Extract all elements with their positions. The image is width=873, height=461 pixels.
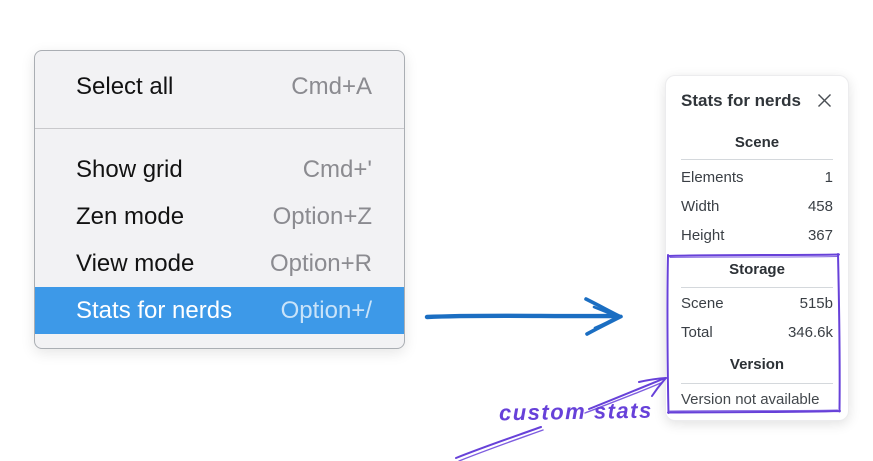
menu-divider — [35, 128, 404, 129]
menu-item-label: Zen mode — [76, 202, 185, 230]
menu-item-label: Stats for nerds — [76, 296, 233, 324]
menu-item-shortcut: Option+R — [269, 249, 372, 277]
menu-item-shortcut: Cmd+A — [291, 72, 372, 100]
menu-item-view-mode[interactable]: View mode Option+R — [35, 240, 404, 287]
stat-row-total-size: Total 346.6k — [681, 318, 833, 347]
section-heading-scene: Scene — [734, 134, 780, 151]
stat-value: 515b — [799, 295, 833, 312]
stat-row-scene-size: Scene 515b — [681, 289, 833, 318]
stat-label: Width — [681, 198, 720, 215]
storage-rows: Scene 515b Total 346.6k — [681, 289, 833, 347]
section-divider — [681, 159, 833, 160]
stat-label: Total — [681, 324, 713, 341]
stat-row-elements: Elements 1 — [681, 163, 833, 192]
stat-label: Height — [681, 227, 725, 244]
section-divider — [681, 287, 833, 288]
stats-panel-title: Stats for nerds — [681, 90, 801, 110]
menu-item-shortcut: Option+/ — [280, 296, 372, 324]
stat-value: 458 — [807, 198, 833, 215]
context-menu: Select all Cmd+A Show grid Cmd+' Zen mod… — [34, 50, 405, 349]
stat-value: 367 — [807, 227, 833, 244]
annotation-custom-stats: custom stats — [498, 397, 653, 426]
scene-rows: Elements 1 Width 458 Height 367 — [681, 163, 833, 250]
menu-item-label: View mode — [76, 249, 195, 277]
menu-item-label: Select all — [76, 72, 174, 100]
section-heading-storage: Storage — [729, 261, 785, 278]
menu-item-label: Show grid — [76, 155, 183, 183]
menu-item-select-all[interactable]: Select all Cmd+A — [35, 63, 404, 110]
stat-row-width: Width 458 — [681, 192, 833, 221]
menu-item-stats-for-nerds[interactable]: Stats for nerds Option+/ — [35, 287, 404, 334]
stat-value: 346.6k — [787, 324, 833, 341]
version-note: Version not available — [681, 391, 820, 408]
stat-label: Scene — [681, 295, 724, 312]
stat-row-height: Height 367 — [681, 221, 833, 250]
menu-item-shortcut: Cmd+' — [302, 155, 372, 183]
blue-arrow — [424, 297, 623, 336]
stat-value: 1 — [824, 169, 833, 186]
stat-label: Elements — [681, 169, 744, 186]
stats-panel: Stats for nerds Scene Elements 1 Width 4… — [665, 75, 849, 421]
menu-item-zen-mode[interactable]: Zen mode Option+Z — [35, 193, 404, 240]
menu-item-show-grid[interactable]: Show grid Cmd+' — [35, 146, 404, 193]
section-heading-version: Version — [729, 356, 785, 373]
close-icon[interactable] — [815, 92, 833, 110]
menu-item-shortcut: Option+Z — [272, 202, 372, 230]
stats-panel-header: Stats for nerds — [681, 88, 833, 113]
section-divider — [681, 383, 833, 384]
